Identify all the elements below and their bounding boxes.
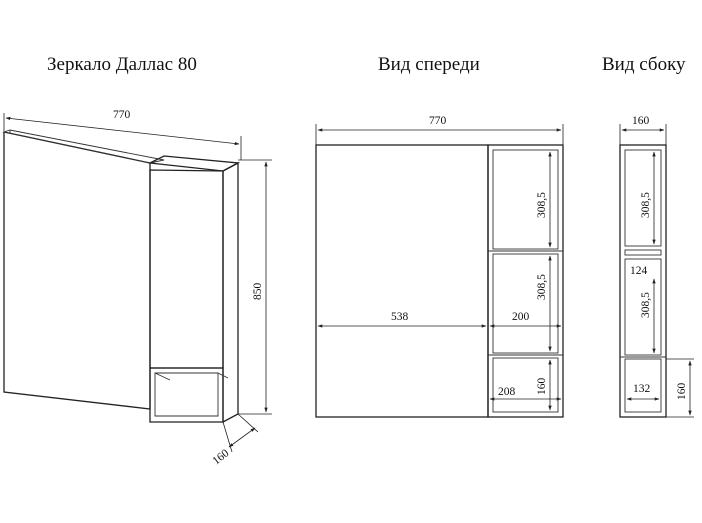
front-niche-width-label: 208 bbox=[498, 386, 516, 398]
side-view: 160 308,5 124 308,5 132 160 bbox=[619, 115, 694, 418]
front-view: 770 308,5 308,5 538 200 208 160 bbox=[315, 115, 564, 418]
side-gap-label: 124 bbox=[630, 265, 648, 277]
title-front-view: Вид спереди bbox=[378, 54, 480, 75]
side-outer bbox=[619, 144, 667, 418]
iso-depth-ext-1 bbox=[222, 421, 233, 453]
front-cabinet-outer bbox=[487, 144, 564, 418]
side-depth-label: 160 bbox=[632, 115, 650, 127]
iso-width-dimension-line bbox=[5, 116, 240, 146]
iso-cabinet-door bbox=[149, 169, 224, 369]
iso-mirror-top-edge bbox=[2, 129, 165, 164]
iso-depth-dimension-line bbox=[228, 427, 256, 448]
iso-depth-label: 160 bbox=[210, 447, 231, 467]
iso-depth-ext-2 bbox=[237, 413, 259, 433]
front-niche bbox=[492, 357, 559, 413]
side-shelf-top-label: 308,5 bbox=[640, 192, 652, 218]
iso-niche-depth-2 bbox=[217, 372, 229, 379]
iso-cabinet-top bbox=[147, 155, 241, 172]
front-cabinet-width-label: 200 bbox=[512, 311, 530, 323]
side-shelf-mid-label: 308,5 bbox=[640, 292, 652, 318]
front-shelf-mid-label: 308,5 bbox=[536, 274, 548, 300]
iso-cabinet-side bbox=[222, 161, 239, 424]
side-shelf-board-1 bbox=[624, 249, 662, 256]
iso-mirror-face bbox=[3, 131, 151, 410]
iso-height-label: 850 bbox=[252, 283, 264, 301]
iso-niche-depth-1 bbox=[154, 372, 171, 381]
front-niche-height-label: 160 bbox=[536, 378, 548, 396]
front-shelf-top-label: 308,5 bbox=[536, 192, 548, 218]
side-niche-height-label: 160 bbox=[676, 383, 688, 401]
front-width-label: 770 bbox=[429, 115, 447, 127]
side-niche bbox=[624, 358, 662, 413]
front-mirror bbox=[315, 144, 489, 418]
front-mirror-width-label: 538 bbox=[391, 311, 409, 323]
iso-view: 770 850 160 bbox=[2, 109, 272, 467]
title-side-view: Вид сбоку bbox=[602, 54, 686, 75]
front-shelf-mid bbox=[492, 253, 559, 354]
side-shelf-top bbox=[624, 149, 662, 247]
title-main: Зеркало Даллас 80 bbox=[47, 54, 197, 75]
iso-width-label: 770 bbox=[113, 109, 131, 121]
side-niche-depth-label: 132 bbox=[633, 383, 651, 395]
side-shelf-mid bbox=[624, 258, 662, 356]
iso-niche-inner bbox=[154, 372, 219, 417]
front-shelf-top bbox=[492, 149, 559, 250]
